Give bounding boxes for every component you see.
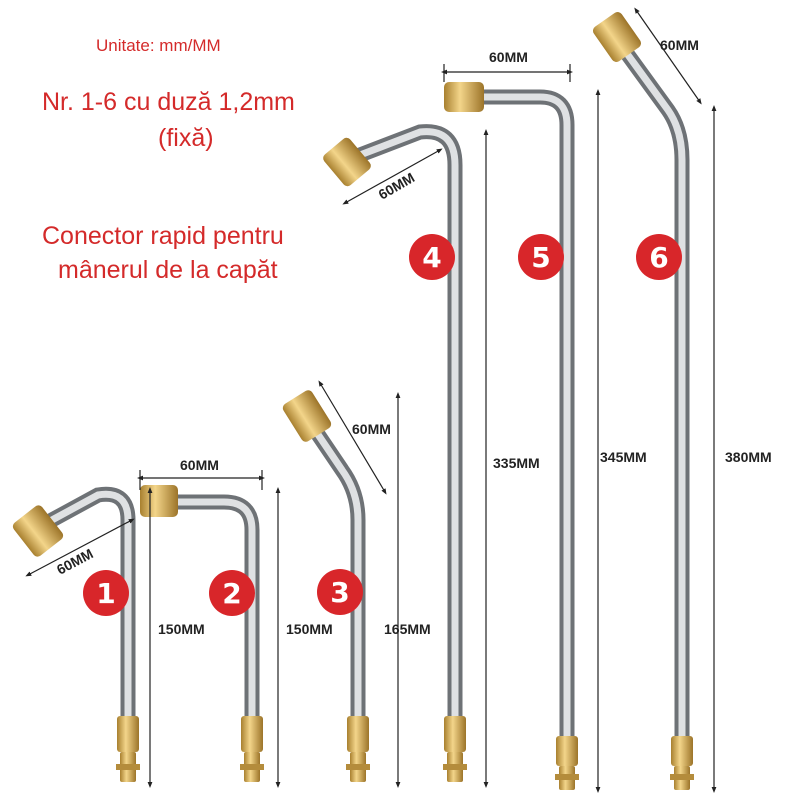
dim-label-5-tip: 60MM: [489, 49, 528, 65]
dim-label-6-length: 380MM: [725, 449, 772, 465]
quick-connector-icon: [346, 716, 370, 782]
connector-info-line-2: mânerul de la capăt: [58, 256, 278, 284]
dim-label-2-length: 150MM: [286, 621, 333, 637]
wand-4: [323, 124, 467, 782]
dim-label-2-tip: 60MM: [180, 457, 219, 473]
quick-connector-icon: [116, 716, 140, 782]
dim-label-6-tip: 60MM: [660, 37, 699, 53]
brass-nozzle-icon: [323, 137, 371, 187]
badge-5-number: 5: [531, 241, 550, 274]
steel-tube-icon: [474, 89, 575, 748]
brass-nozzle-icon: [592, 12, 642, 62]
quick-connector-icon: [555, 736, 579, 790]
badge-1-number: 1: [96, 577, 115, 610]
steel-tube-icon: [620, 47, 690, 748]
brass-nozzle-icon: [140, 485, 178, 517]
quick-connector-icon: [670, 736, 694, 790]
badge-2-number: 2: [222, 577, 241, 610]
quick-connector-icon: [240, 716, 264, 782]
badge-4: 4: [409, 234, 455, 280]
badge-2: 2: [209, 570, 255, 616]
brass-nozzle-icon: [444, 82, 484, 112]
dim-label-1-length: 150MM: [158, 621, 205, 637]
badge-3: 3: [317, 569, 363, 615]
badge-6: 6: [636, 234, 682, 280]
nozzle-info-line-1: Nr. 1-6 cu duză 1,2mm: [42, 88, 295, 116]
dim-label-3-tip: 60MM: [352, 421, 391, 437]
dim-label-3-length: 165MM: [384, 621, 431, 637]
wand-2: [140, 485, 264, 782]
nozzle-info-line-2: (fixă): [158, 124, 214, 152]
badge-1: 1: [83, 570, 129, 616]
dimension-lines: [25, 7, 717, 793]
quick-connector-icon: [443, 716, 467, 782]
wand-1: [12, 486, 140, 782]
badge-6-number: 6: [649, 241, 668, 274]
badge-3-number: 3: [330, 576, 349, 609]
wand-6: [592, 12, 694, 790]
dim-label-4-length: 335MM: [493, 455, 540, 471]
badge-5: 5: [518, 234, 564, 280]
unit-label: Unitate: mm/MM: [96, 36, 221, 55]
connector-info-line-1: Conector rapid pentru: [42, 222, 284, 250]
wand-5: [444, 82, 579, 790]
badge-4-number: 4: [422, 241, 441, 274]
dim-label-5-length: 345MM: [600, 449, 647, 465]
